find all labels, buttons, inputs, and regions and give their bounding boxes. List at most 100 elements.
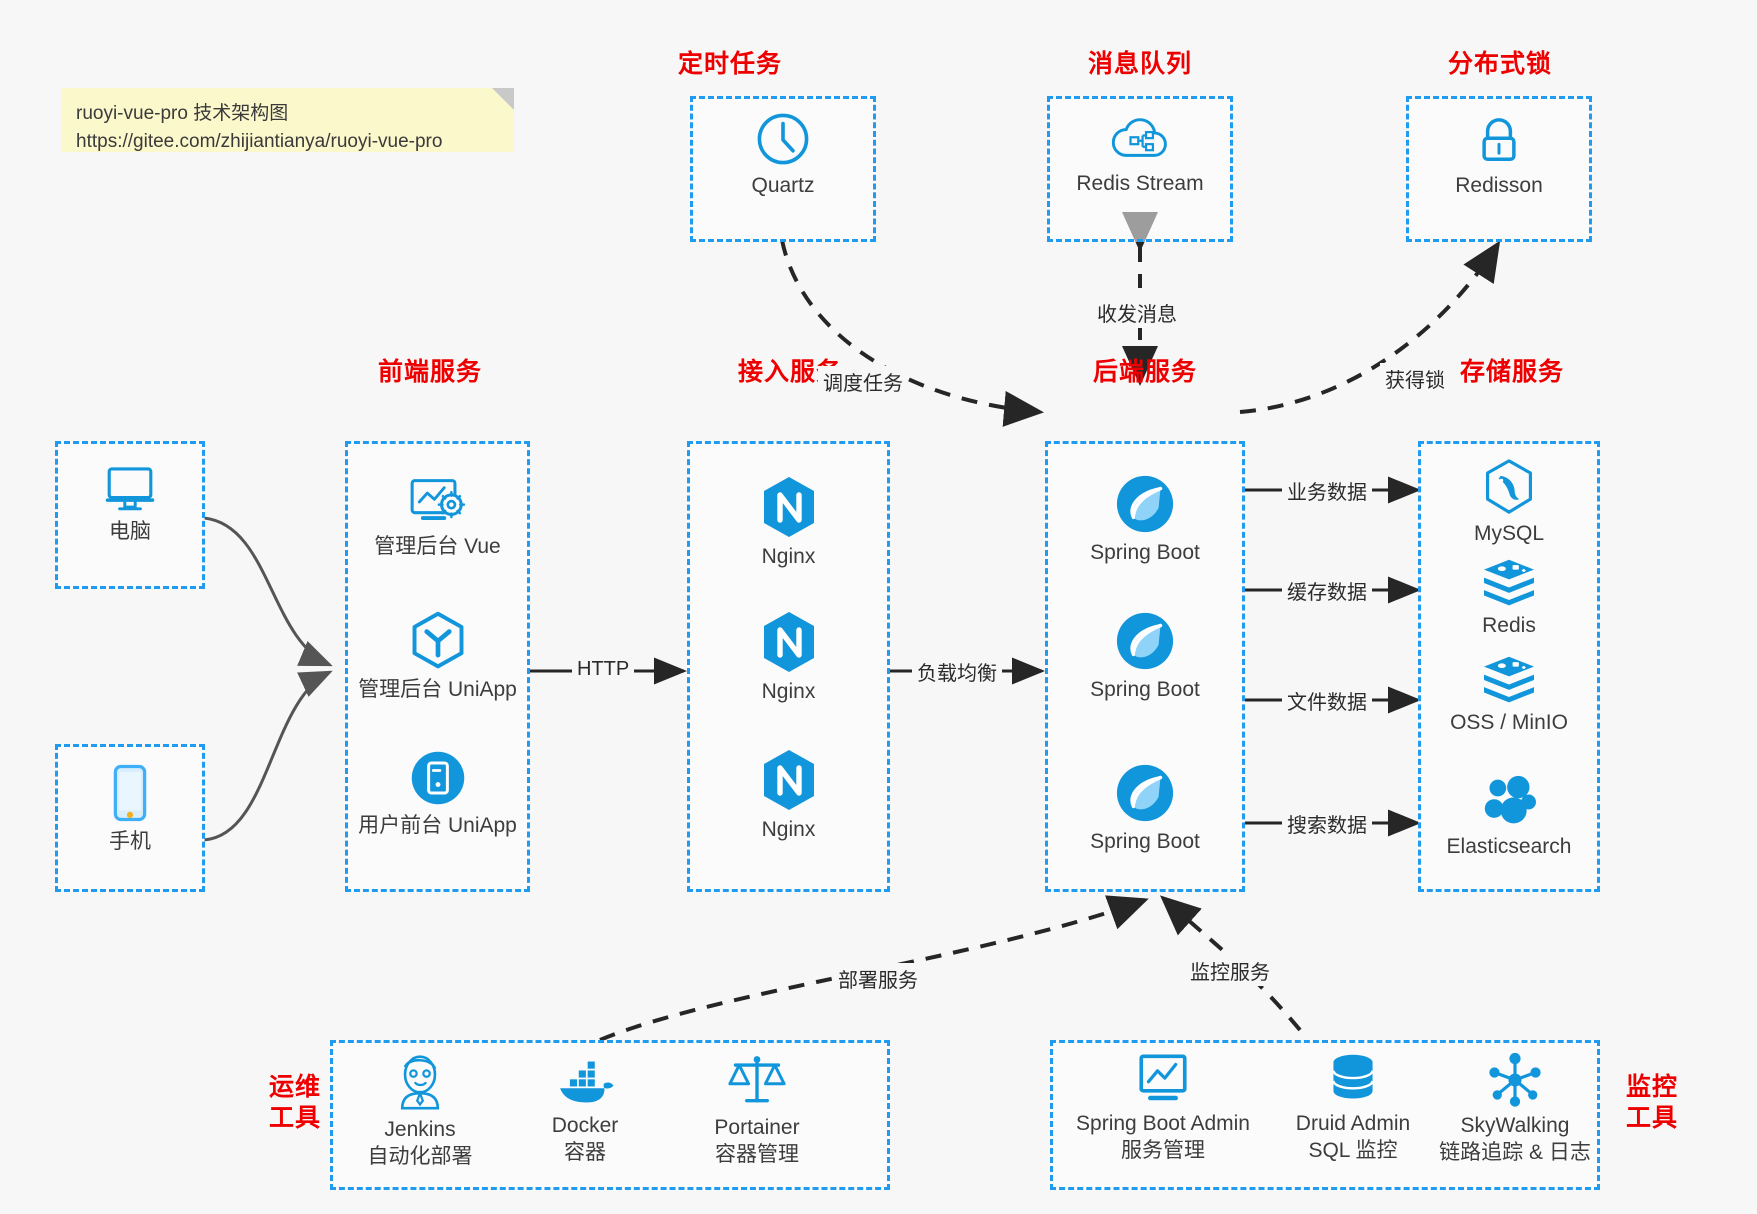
node-label: Spring Boot xyxy=(1090,541,1200,564)
clock-icon xyxy=(757,113,809,165)
redis-icon xyxy=(1484,559,1534,606)
monitoring-title-line2: 工具 xyxy=(1625,1104,1678,1133)
edge-label-acquire-lock: 获得锁 xyxy=(1380,363,1450,394)
node-label: Redis xyxy=(1482,614,1536,637)
node-oss-minio[interactable]: OSS / MinIO xyxy=(1418,655,1600,737)
node-mysql[interactable]: MySQL xyxy=(1418,458,1600,548)
group-box-devops xyxy=(330,1040,890,1190)
node-redis-stream[interactable]: Redis Stream xyxy=(1047,112,1233,198)
skywalking-icon xyxy=(1489,1052,1541,1107)
cloud-stream-icon xyxy=(1111,118,1167,157)
circle-app-icon xyxy=(411,751,464,805)
monitor-chart-icon xyxy=(1139,1054,1187,1101)
node-nginx-2[interactable]: Nginx xyxy=(687,610,890,706)
node-label: 管理后台 Vue xyxy=(374,535,501,558)
group-title-frontend: 前端服务 xyxy=(377,358,482,386)
oss-minio-icon xyxy=(1484,656,1534,703)
spring-boot-icon xyxy=(1116,764,1174,822)
monitoring-title-line1: 监控 xyxy=(1625,1073,1678,1101)
node-redisson[interactable]: Redisson xyxy=(1406,112,1592,200)
node-label: SkyWalking xyxy=(1460,1114,1570,1137)
group-title-backend: 后端服务 xyxy=(1092,358,1197,386)
node-spring-boot-1[interactable]: Spring Boot xyxy=(1045,473,1245,567)
node-elasticsearch[interactable]: Elasticsearch xyxy=(1418,775,1600,861)
mobile-phone-icon xyxy=(113,764,147,822)
edge-label-search-data: 搜索数据 xyxy=(1282,808,1372,839)
group-title-message-queue: 消息队列 xyxy=(1087,50,1192,78)
docker-icon xyxy=(560,1061,614,1103)
lock-icon xyxy=(1482,118,1516,161)
node-admin-vue[interactable]: 管理后台 Vue xyxy=(345,475,530,561)
spring-boot-icon xyxy=(1116,612,1174,670)
node-jenkins[interactable]: Jenkins 自动化部署 xyxy=(335,1052,505,1171)
node-nginx-3[interactable]: Nginx xyxy=(687,748,890,844)
node-label: MySQL xyxy=(1473,522,1544,545)
node-skywalking[interactable]: SkyWalking 链路追踪 & 日志 xyxy=(1420,1052,1610,1167)
note-fold-corner xyxy=(492,88,514,110)
nginx-icon xyxy=(763,612,814,672)
note-line-url: https://gitee.com/zhijiantianya/ruoyi-vu… xyxy=(76,130,443,152)
node-label: Nginx xyxy=(761,818,816,841)
edge-label-file-data: 文件数据 xyxy=(1282,685,1372,716)
node-label: 管理后台 UniApp xyxy=(358,678,517,701)
node-label: 手机 xyxy=(109,830,151,853)
database-icon xyxy=(1332,1054,1374,1099)
devops-title-line2: 工具 xyxy=(268,1104,321,1133)
node-label: 电脑 xyxy=(109,520,151,543)
node-mobile[interactable]: 手机 xyxy=(55,762,205,856)
jenkins-icon xyxy=(400,1055,440,1110)
node-sublabel: SQL 监控 xyxy=(1308,1138,1398,1162)
node-druid-admin[interactable]: Druid Admin SQL 监控 xyxy=(1268,1052,1438,1165)
node-spring-boot-2[interactable]: Spring Boot xyxy=(1045,610,1245,704)
node-admin-uniapp[interactable]: 管理后台 UniApp xyxy=(345,610,530,704)
node-spring-boot-3[interactable]: Spring Boot xyxy=(1045,762,1245,856)
node-sublabel: 容器管理 xyxy=(715,1142,799,1166)
node-label: Nginx xyxy=(761,545,816,568)
edge-label-cache-data: 缓存数据 xyxy=(1282,575,1372,606)
node-label: Spring Boot xyxy=(1090,830,1200,853)
edge-label-monitor-service: 监控服务 xyxy=(1185,955,1275,986)
node-nginx-1[interactable]: Nginx xyxy=(687,475,890,571)
node-label: Spring Boot xyxy=(1090,678,1200,701)
node-label: Docker xyxy=(551,1114,619,1137)
edge-label-schedule-task: 调度任务 xyxy=(818,366,908,397)
node-sublabel: 容器 xyxy=(564,1140,606,1164)
node-docker[interactable]: Docker 容器 xyxy=(500,1056,670,1167)
node-pc[interactable]: 电脑 xyxy=(55,462,205,546)
dashboard-gear-icon xyxy=(410,479,465,521)
node-label: Redisson xyxy=(1455,174,1543,197)
nginx-icon xyxy=(763,477,814,537)
group-title-distributed-lock: 分布式锁 xyxy=(1447,50,1552,78)
group-title-monitoring: 监控 工具 xyxy=(1612,1072,1692,1135)
node-sublabel: 自动化部署 xyxy=(367,1144,473,1168)
group-title-devops: 运维 工具 xyxy=(255,1072,335,1135)
node-label: Redis Stream xyxy=(1076,172,1204,195)
node-redis[interactable]: Redis xyxy=(1418,558,1600,640)
node-label: Elasticsearch xyxy=(1446,835,1572,858)
edge-label-deploy-service: 部署服务 xyxy=(833,963,923,994)
group-box-scheduled-task xyxy=(690,96,876,242)
group-title-scheduled-task: 定时任务 xyxy=(677,50,782,78)
node-label: Spring Boot Admin xyxy=(1076,1112,1250,1135)
edge-label-send-receive-message: 收发消息 xyxy=(1092,297,1182,328)
node-label: Nginx xyxy=(761,680,816,703)
edge-label-business-data: 业务数据 xyxy=(1282,475,1372,506)
spring-boot-icon xyxy=(1116,475,1174,533)
node-label: Jenkins xyxy=(384,1118,456,1141)
elasticsearch-icon xyxy=(1484,775,1536,824)
node-quartz[interactable]: Quartz xyxy=(690,110,876,200)
group-box-client-pc xyxy=(55,441,205,589)
node-spring-boot-admin[interactable]: Spring Boot Admin 服务管理 xyxy=(1058,1052,1268,1165)
node-portainer[interactable]: Portainer 容器管理 xyxy=(662,1052,852,1169)
devops-title-line1: 运维 xyxy=(268,1073,321,1101)
node-user-uniapp[interactable]: 用户前台 UniApp xyxy=(345,748,530,840)
scales-icon xyxy=(728,1056,786,1103)
node-label: OSS / MinIO xyxy=(1450,711,1568,734)
nginx-icon xyxy=(763,750,814,810)
node-label: Portainer xyxy=(714,1116,800,1139)
note-line-title: ruoyi-vue-pro 技术架构图 xyxy=(76,103,289,124)
edge-label-http: HTTP xyxy=(572,657,635,682)
edge-label-load-balance: 负载均衡 xyxy=(912,656,1002,687)
node-label: 用户前台 UniApp xyxy=(358,814,517,837)
